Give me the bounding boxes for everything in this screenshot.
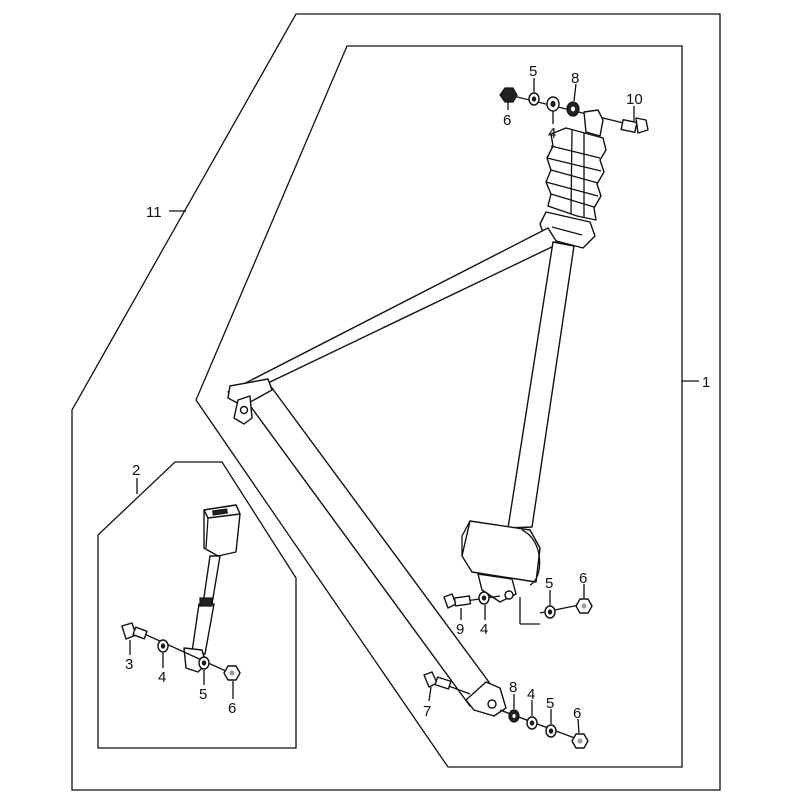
callout-4: 4 <box>548 125 556 142</box>
buckle-assembly <box>121 504 241 681</box>
callout-6: 6 <box>573 705 581 722</box>
callout-9: 9 <box>456 621 464 638</box>
callout-11: 11 <box>146 204 162 221</box>
callout-4: 4 <box>527 686 535 703</box>
retractor-reel <box>461 520 541 625</box>
boundary-assembly-2 <box>97 461 297 749</box>
callout-8: 8 <box>571 70 579 87</box>
callout-4: 4 <box>480 621 488 638</box>
bolt-icon <box>443 593 457 609</box>
callout-5: 5 <box>529 63 537 80</box>
callout-8: 8 <box>509 679 517 696</box>
callout-7: 7 <box>423 703 431 720</box>
leader-lines <box>129 78 699 734</box>
callout-3: 3 <box>125 656 133 673</box>
callout-5: 5 <box>545 575 553 592</box>
callout-6: 6 <box>579 570 587 587</box>
callout-labels: 11 1 2 6 5 4 8 10 9 4 5 6 3 4 5 6 7 8 4 … <box>125 63 710 722</box>
callout-10: 10 <box>626 91 643 108</box>
callout-5: 5 <box>199 686 207 703</box>
retractor-bolts <box>443 591 593 619</box>
belt-webbing <box>227 227 575 707</box>
boundary-assembly-11 <box>71 13 721 791</box>
callout-2: 2 <box>132 462 140 479</box>
boundary-assembly-1 <box>195 45 683 768</box>
callout-6: 6 <box>228 700 236 717</box>
bolt-icon <box>635 117 649 134</box>
callout-6: 6 <box>503 112 511 129</box>
callout-1: 1 <box>702 374 710 391</box>
upper-anchor-hardware <box>499 87 649 137</box>
lap-anchor <box>423 671 589 749</box>
nut-icon <box>499 87 518 103</box>
callout-5: 5 <box>546 695 554 712</box>
callout-4: 4 <box>158 669 166 686</box>
